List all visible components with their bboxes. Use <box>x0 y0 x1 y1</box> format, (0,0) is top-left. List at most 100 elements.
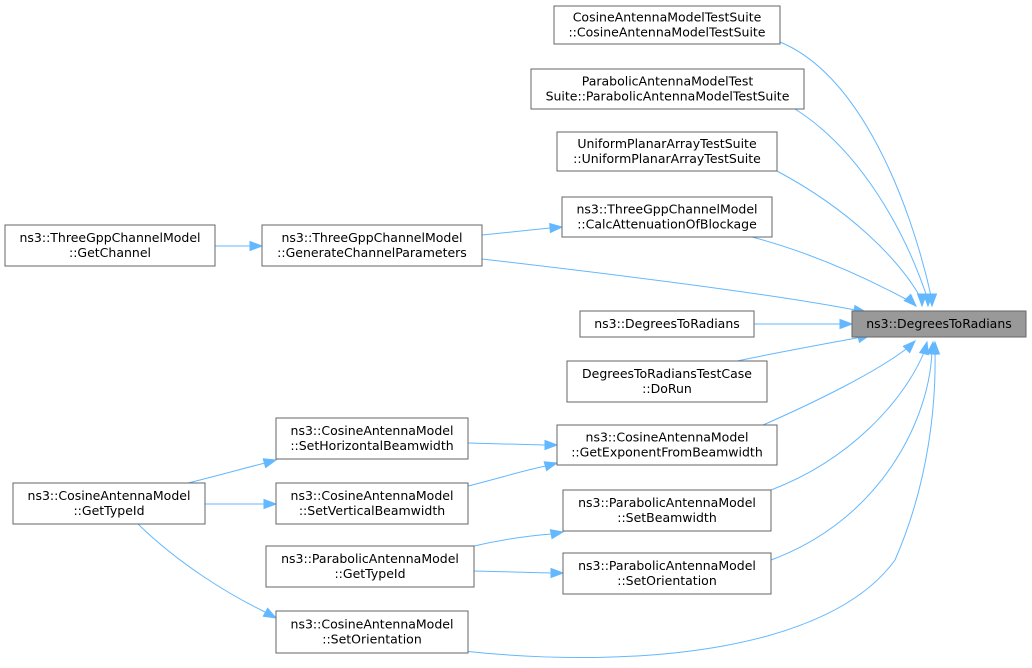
edge-calc_blockage-to-target <box>751 236 918 308</box>
node-cos-set-vbw[interactable]: ns3::CosineAntennaModel::SetVerticalBeam… <box>275 482 469 525</box>
node-cos-get-exp[interactable]: ns3::CosineAntennaModel::GetExponentFrom… <box>556 424 778 466</box>
edge-deg2rad_testcase-to-target <box>736 332 872 362</box>
node-label-line: ::GetTypeId <box>73 503 144 518</box>
arrowhead <box>262 458 278 469</box>
edge-cos_get_typeid-to-cos_set_vbw <box>205 498 278 510</box>
edge-line <box>779 41 933 301</box>
edge-line <box>473 533 553 547</box>
node-label-line: ns3::CosineAntennaModel <box>291 488 454 503</box>
edge-par_set_orient-to-target <box>770 340 937 561</box>
arrowhead <box>544 439 559 451</box>
node-label-line: ns3::ThreeGppChannelModel <box>576 202 757 217</box>
edge-line <box>467 442 546 446</box>
edge-cos_get_exp-to-target <box>762 339 917 426</box>
edge-cos_get_typeid-to-cos_set_hbw <box>187 458 278 484</box>
node-label-line: ::SetOrientation <box>322 632 422 647</box>
node-label-line: ::CalcAttenuationOfBlockage <box>577 217 757 232</box>
node-label-line: ns3::ThreeGppChannelModel <box>19 230 200 245</box>
node-label-line: ns3::DegreesToRadians <box>594 316 740 331</box>
node-calc-blockage[interactable]: ns3::ThreeGppChannelModel::CalcAttenuati… <box>561 196 773 238</box>
node-par-get-typeid[interactable]: ns3::ParabolicAntennaModel::GetTypeId <box>265 545 475 588</box>
node-label-line: ::CosineAntennaModelTestSuite <box>568 25 765 40</box>
node-label-line: ::GetExponentFromBeamwidth <box>571 445 763 460</box>
arrowhead <box>549 222 564 234</box>
node-box[interactable] <box>275 482 469 525</box>
edge-get_channel-to-gen_params <box>215 240 264 252</box>
edge-gen_params-to-target <box>481 258 868 316</box>
node-box[interactable] <box>561 196 773 238</box>
edge-cos_set_hbw-to-cos_get_exp <box>467 439 559 451</box>
node-par-set-bw[interactable]: ns3::ParabolicAntennaModel::SetBeamwidth <box>562 489 772 532</box>
edge-line <box>481 227 551 236</box>
edge-upa_suite-to-target <box>776 170 928 308</box>
node-box[interactable] <box>265 545 475 588</box>
edge-line <box>467 465 547 487</box>
node-label-line: ::SetVerticalBeamwidth <box>299 503 445 518</box>
node-label-line: ns3::ThreeGppChannelModel <box>281 230 462 245</box>
edge-gen_params-to-calc_blockage <box>481 222 564 236</box>
edge-line <box>736 336 863 362</box>
node-label-line: ns3::ParabolicAntennaModel <box>578 558 756 573</box>
edge-line <box>751 236 914 304</box>
node-box[interactable] <box>4 224 216 267</box>
node-get-channel[interactable]: ns3::ThreeGppChannelModel::GetChannel <box>4 224 216 267</box>
node-gen-params[interactable]: ns3::ThreeGppChannelModel::GenerateChann… <box>261 224 483 267</box>
node-label-line: ::UniformPlanarArrayTestSuite <box>573 151 761 166</box>
arrowhead <box>902 339 917 354</box>
node-upa-suite[interactable]: UniformPlanarArrayTestSuite::UniformPlan… <box>556 131 778 172</box>
node-cosine-suite[interactable]: CosineAntennaModelTestSuite::CosineAnten… <box>553 5 781 45</box>
node-box[interactable] <box>556 424 778 466</box>
node-label-line: ns3::CosineAntennaModel <box>291 617 454 632</box>
edge-line <box>187 462 266 484</box>
edge-cos_set_orient-to-target <box>462 340 941 659</box>
edge-par_get_typeid-to-par_set_orient <box>473 567 565 579</box>
node-label-line: ::GenerateChannelParameters <box>277 245 467 260</box>
node-deg2rad-overload[interactable]: ns3::DegreesToRadians <box>579 310 755 338</box>
edge-line <box>794 108 929 301</box>
node-parabolic-suite[interactable]: ParabolicAntennaModelTestSuite::Paraboli… <box>530 68 805 110</box>
node-label-line: ns3::ParabolicAntennaModel <box>578 495 756 510</box>
node-target[interactable]: ns3::DegreesToRadians <box>851 310 1027 338</box>
edge-line <box>137 523 266 613</box>
node-box[interactable] <box>579 310 755 338</box>
node-deg2rad-testcase[interactable]: DegreesToRadiansTestCase::DoRun <box>566 360 768 403</box>
node-label-line: ns3::CosineAntennaModel <box>586 430 749 445</box>
node-label-line: ns3::ParabolicAntennaModel <box>281 551 459 566</box>
node-box[interactable] <box>275 610 469 654</box>
node-box[interactable] <box>275 417 469 460</box>
node-box[interactable] <box>12 482 206 525</box>
node-box[interactable] <box>530 68 805 110</box>
edge-par_set_bw-to-target <box>770 340 930 491</box>
node-label-line: ::SetOrientation <box>617 573 717 588</box>
node-box[interactable] <box>556 131 778 172</box>
node-box[interactable] <box>566 360 768 403</box>
arrowhead <box>550 567 565 579</box>
edge-line <box>770 349 933 561</box>
arrowhead <box>918 340 930 356</box>
arrowhead <box>543 461 559 472</box>
edge-line <box>762 345 911 426</box>
arrowhead <box>929 340 941 355</box>
arrowhead <box>249 240 264 252</box>
node-label-line: ::SetHorizontalBeamwidth <box>290 438 453 453</box>
node-label-line: ::DoRun <box>642 381 692 396</box>
edge-parabolic_suite-to-target <box>794 108 934 308</box>
node-cos-get-typeid[interactable]: ns3::CosineAntennaModel::GetTypeId <box>12 482 206 525</box>
node-cos-set-orient[interactable]: ns3::CosineAntennaModel::SetOrientation <box>275 610 469 654</box>
node-cos-set-hbw[interactable]: ns3::CosineAntennaModel::SetHorizontalBe… <box>275 417 469 460</box>
node-label-line: Suite::ParabolicAntennaModelTestSuite <box>546 89 790 104</box>
arrowhead <box>916 293 928 308</box>
node-label-line: CosineAntennaModelTestSuite <box>573 10 762 25</box>
call-edges <box>137 41 941 659</box>
node-box[interactable] <box>851 310 1027 338</box>
node-box[interactable] <box>553 5 781 45</box>
node-label-line: ParabolicAntennaModelTest <box>582 74 754 89</box>
node-par-set-orient[interactable]: ns3::ParabolicAntennaModel::SetOrientati… <box>562 552 772 595</box>
node-box[interactable] <box>562 552 772 595</box>
node-box[interactable] <box>562 489 772 532</box>
edge-par_get_typeid-to-par_set_bw <box>473 529 565 547</box>
node-box[interactable] <box>261 224 483 267</box>
node-label-line: ::SetBeamwidth <box>617 510 717 525</box>
edge-deg2rad_overload-to-target <box>754 318 854 330</box>
edge-line <box>776 170 923 301</box>
